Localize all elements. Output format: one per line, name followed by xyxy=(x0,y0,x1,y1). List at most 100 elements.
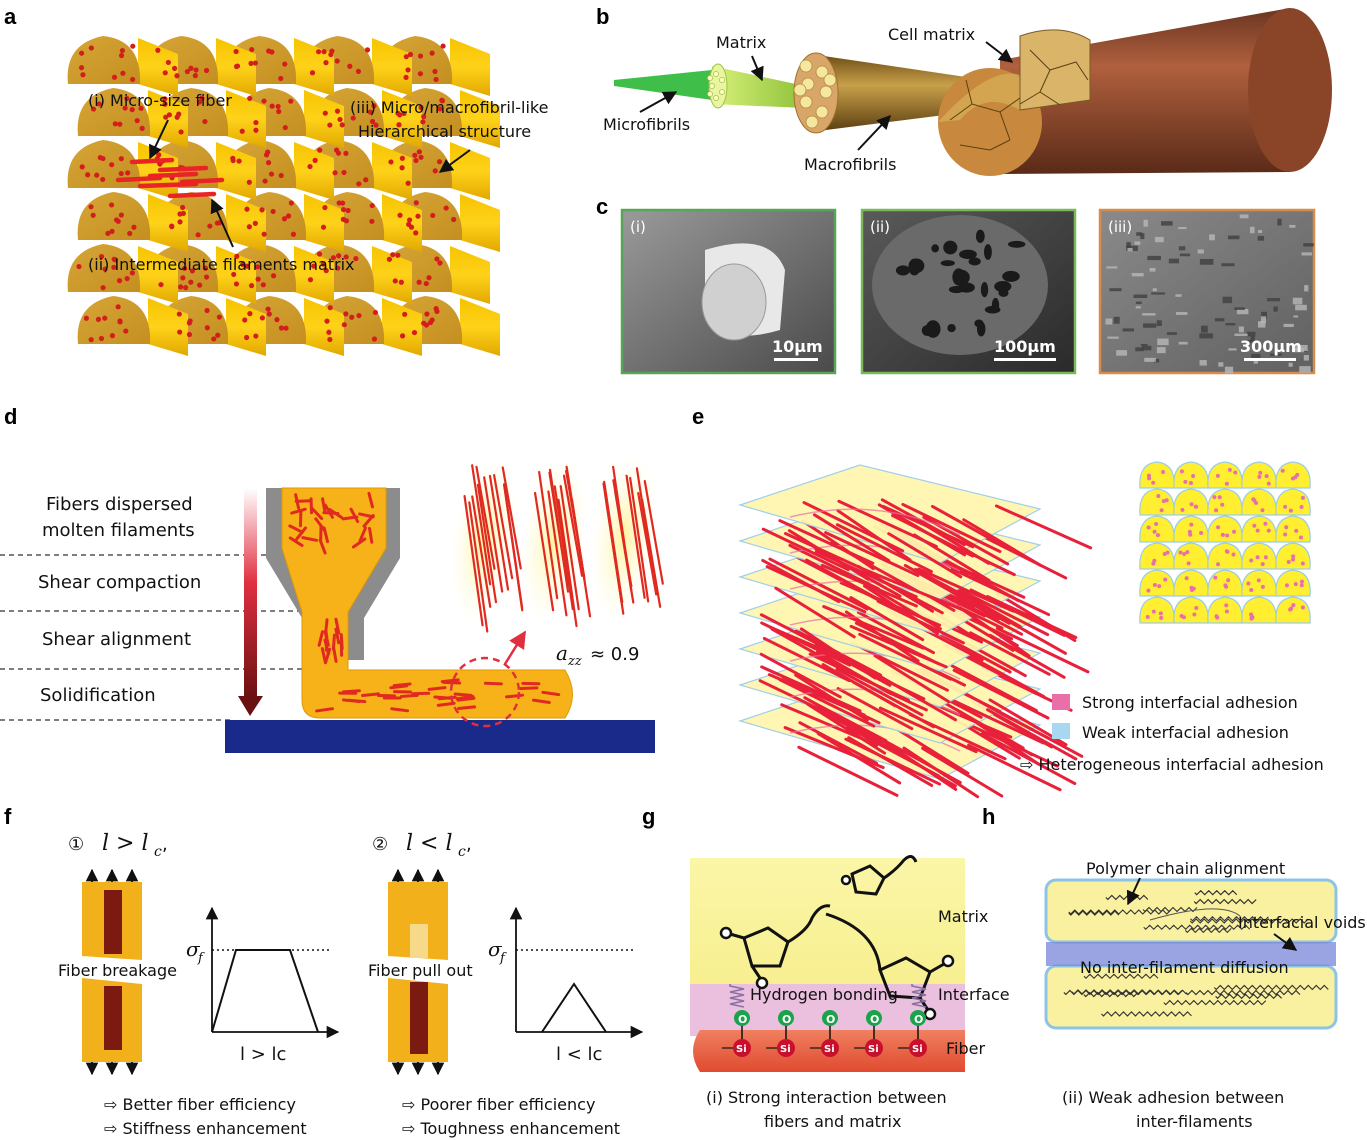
fiber-segment xyxy=(411,691,431,696)
grid-fiber-dot xyxy=(1226,578,1231,583)
fiber-dot xyxy=(320,261,326,267)
bundle-side xyxy=(460,194,500,252)
grid-fiber-dot xyxy=(1293,582,1298,587)
fiber-dot xyxy=(262,178,268,184)
fiber-dot xyxy=(127,230,133,237)
texture-grain xyxy=(1234,307,1245,310)
fiber-dot xyxy=(105,230,111,236)
fiber-dot xyxy=(202,118,208,125)
fiber-dot xyxy=(216,314,223,320)
fiber-dot xyxy=(341,322,347,328)
fiber-segment xyxy=(295,526,307,541)
grid-fiber-dot xyxy=(1147,476,1152,481)
polymer-chain xyxy=(1105,894,1149,901)
grid-fiber-dot xyxy=(1187,529,1192,534)
aligned-fiber xyxy=(533,491,555,612)
cube-fiber xyxy=(849,596,925,642)
fiber-segment xyxy=(334,617,341,635)
case2-number: ② xyxy=(372,834,388,855)
fiber-dot xyxy=(443,205,449,211)
grid-fiber-dot xyxy=(1216,562,1221,567)
fiber-dot xyxy=(246,224,252,230)
fiber-dot xyxy=(102,315,108,321)
texture-grain xyxy=(1246,339,1252,344)
fiber-dot xyxy=(324,318,330,324)
fiber-dot xyxy=(118,52,125,59)
texture-grain xyxy=(1143,219,1148,227)
polymer-chain xyxy=(1143,924,1251,931)
fiber-dot xyxy=(386,256,393,262)
cell-wall xyxy=(1019,91,1041,105)
fiber-dot xyxy=(265,306,271,312)
texture-grain xyxy=(1113,316,1120,324)
fiber-dot xyxy=(341,169,347,176)
fiber-dot xyxy=(270,273,277,279)
grid-fiber-dot xyxy=(1260,508,1265,513)
scalebar-2 xyxy=(994,358,1056,361)
fiber-dot xyxy=(187,318,193,324)
panel-b-label: b xyxy=(596,4,609,29)
texture-grain xyxy=(1238,326,1244,333)
texture-grain xyxy=(1270,353,1283,356)
fiber-dot xyxy=(437,260,443,266)
texture-grain xyxy=(1144,357,1156,362)
fiber-dot xyxy=(155,47,161,53)
fiber-dot xyxy=(347,63,353,69)
aligned-fiber xyxy=(612,479,633,588)
fiber-dot xyxy=(259,207,265,213)
ann-hierarchical-2: Hierarchical structure xyxy=(358,122,531,141)
stage-shear-alignment: Shear alignment xyxy=(42,629,191,650)
texture-grain xyxy=(1178,246,1186,251)
cube-fiber xyxy=(835,667,924,717)
texture-grain xyxy=(1261,311,1267,319)
texture-grain xyxy=(1303,355,1309,361)
texture-grain xyxy=(1154,236,1164,243)
chain-loop xyxy=(1149,908,1241,921)
texture-grain xyxy=(1283,323,1294,328)
oxygen-label: O xyxy=(782,1013,791,1026)
polymer-chain xyxy=(1190,915,1269,922)
fiber-dot xyxy=(369,202,375,209)
grid-fiber-dot xyxy=(1224,481,1229,486)
matrix-cone xyxy=(712,66,805,108)
pore xyxy=(947,323,956,333)
texture-grain xyxy=(1239,214,1249,219)
aligned-fiber xyxy=(625,474,646,599)
grid-cell xyxy=(1207,569,1243,597)
fiber-dot xyxy=(355,68,362,75)
aligned-fiber xyxy=(476,483,498,604)
grid-cell xyxy=(1207,488,1243,516)
polymer-chain xyxy=(1083,991,1139,998)
fiber-segment xyxy=(341,515,359,521)
macrofibril-dot xyxy=(815,105,829,119)
fiber-dot xyxy=(396,122,402,128)
cube-fiber xyxy=(951,584,1050,637)
cube-fiber xyxy=(799,627,877,680)
cube-fiber xyxy=(762,636,851,683)
oxygen-atom xyxy=(734,1010,750,1026)
texture-grain xyxy=(1151,292,1166,295)
silicon-atom xyxy=(865,1039,883,1057)
fiber-dot xyxy=(440,43,446,49)
grid-fiber-dot xyxy=(1300,561,1305,566)
fiber-dot xyxy=(180,210,186,217)
ann-intermediate-matrix: (ii) Intermediate filaments matrix xyxy=(88,255,355,274)
fiber-dot xyxy=(437,106,443,112)
pore xyxy=(1002,270,1020,282)
fiber-dot xyxy=(265,160,272,166)
ann-micro-arrow xyxy=(149,119,169,160)
texture-grain xyxy=(1135,347,1144,352)
cube-fiber xyxy=(760,665,862,713)
fiber-dot xyxy=(117,121,123,127)
azz-subscript: zz xyxy=(567,654,582,669)
grid-fiber-dot xyxy=(1283,532,1288,537)
microfibril-dot xyxy=(709,83,715,89)
fiber-dot xyxy=(373,122,379,128)
grid-fiber-dot xyxy=(1217,495,1222,500)
fiber-dot xyxy=(162,101,168,107)
silicon-atom xyxy=(777,1039,795,1057)
intermediate-fibers xyxy=(115,157,225,199)
grid-cell xyxy=(1173,596,1209,624)
legend-strong: Strong interfacial adhesion xyxy=(1082,693,1298,712)
fiber-segment xyxy=(483,681,503,686)
